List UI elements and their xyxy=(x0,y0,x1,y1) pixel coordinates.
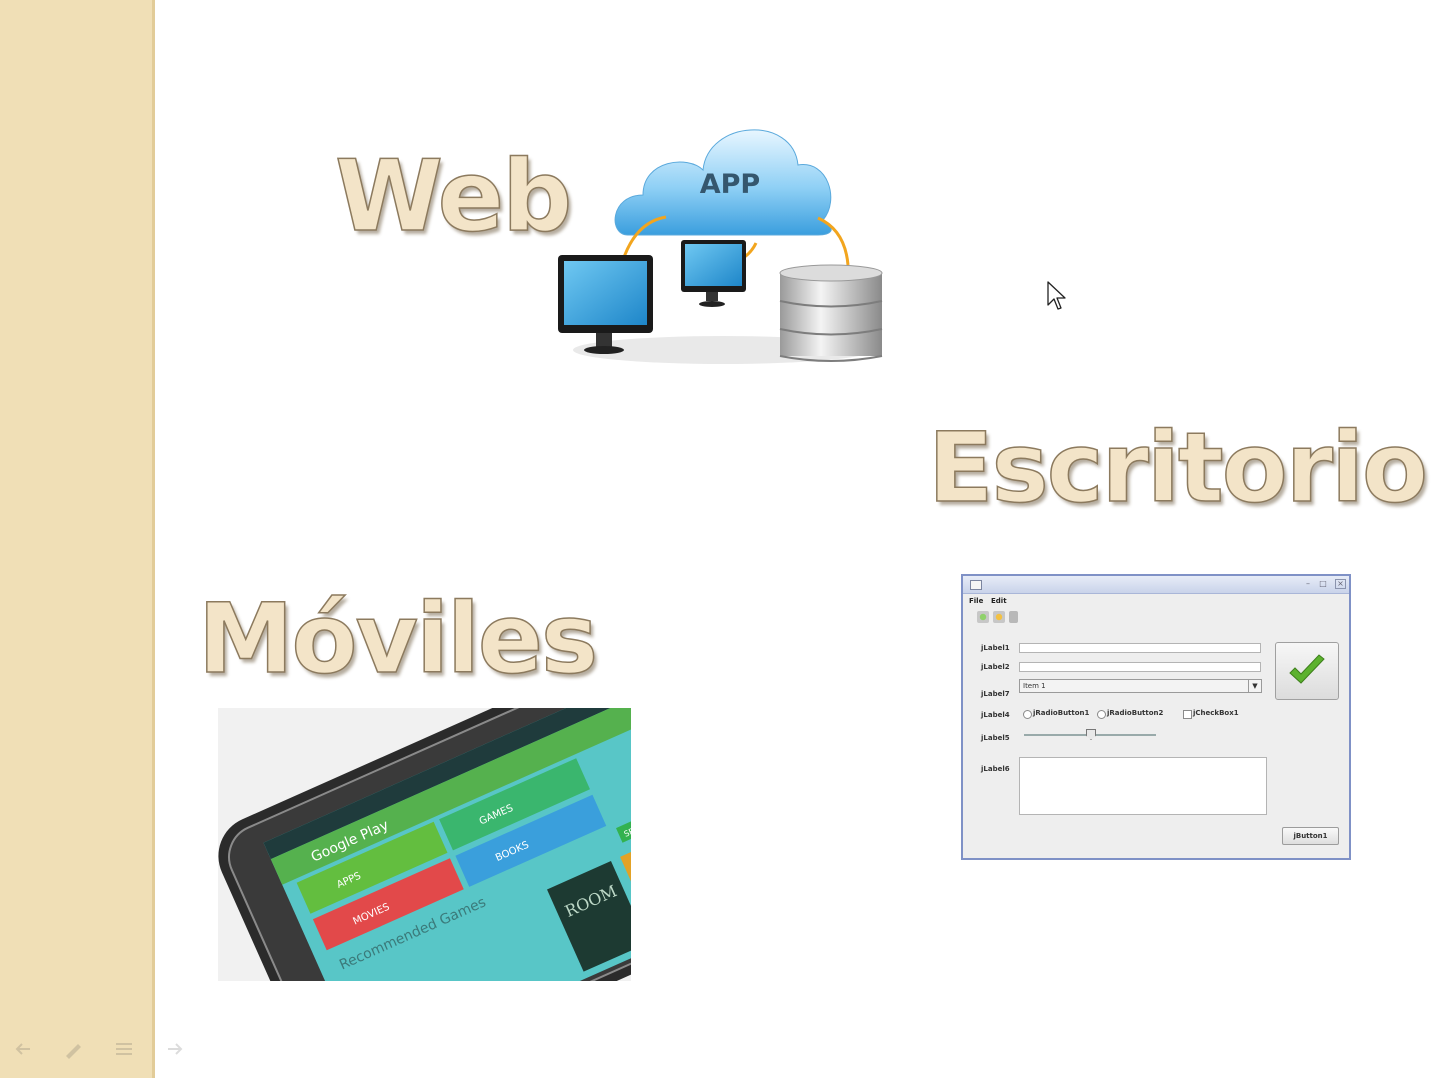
form-label: jLabel6 xyxy=(981,765,1010,773)
toolbar-star-icon xyxy=(993,611,1005,623)
cloud-label: APP xyxy=(700,169,760,200)
phone-icon: Google Play APPS GAMES MOVIES BOOKS Reco… xyxy=(218,708,631,981)
slide-sidebar xyxy=(0,0,155,1078)
arrow-icon xyxy=(817,216,850,266)
window-titlebar: – □ × xyxy=(963,576,1349,594)
window-app-icon xyxy=(970,580,982,590)
close-icon: × xyxy=(1335,579,1346,589)
desktop-heading: Escritorio xyxy=(927,411,1428,525)
slideshow-toolbar xyxy=(12,1038,192,1062)
maximize-icon: □ xyxy=(1319,579,1327,588)
menu-icon[interactable] xyxy=(112,1038,136,1060)
pen-icon[interactable] xyxy=(62,1038,86,1060)
chevron-down-icon: ▼ xyxy=(1248,680,1261,692)
checkmark-icon xyxy=(1289,654,1325,684)
cloud-app-illustration: APP xyxy=(558,129,883,364)
form-label: jLabel4 xyxy=(981,711,1010,719)
next-icon[interactable] xyxy=(162,1038,186,1060)
smartphone-photo: Google Play APPS GAMES MOVIES BOOKS Reco… xyxy=(218,708,631,981)
menu-edit: Edit xyxy=(991,597,1007,605)
form-combobox: Item 1 ▼ xyxy=(1019,679,1262,693)
window-menubar: File Edit xyxy=(963,594,1349,608)
radio-icon xyxy=(1023,710,1032,719)
toolbar-trash-icon xyxy=(1009,611,1018,623)
web-heading: Web xyxy=(334,139,573,255)
arrow-icon xyxy=(621,215,667,261)
form-label: jLabel5 xyxy=(981,734,1010,742)
checkbox-icon xyxy=(1183,710,1192,719)
radio-icon xyxy=(1097,710,1106,719)
radio-label: jRadioButton2 xyxy=(1107,709,1164,717)
monitor-icon xyxy=(681,240,746,307)
cloud-icon: APP xyxy=(614,129,832,236)
mouse-cursor-icon xyxy=(1047,281,1066,310)
combo-value: Item 1 xyxy=(1023,682,1046,690)
mobile-heading: Móviles xyxy=(197,582,599,696)
confirm-image-button xyxy=(1275,642,1339,700)
monitor-icon xyxy=(558,255,653,354)
window-button: jButton1 xyxy=(1282,827,1339,845)
java-swing-window-screenshot: – □ × File Edit jLabel1 jLabel2 jLabel7 … xyxy=(961,574,1351,860)
form-label: jLabel1 xyxy=(981,644,1010,652)
form-label: jLabel2 xyxy=(981,663,1010,671)
previous-icon[interactable] xyxy=(12,1038,36,1060)
minimize-icon: – xyxy=(1306,579,1310,588)
slider-thumb xyxy=(1086,729,1096,740)
form-textarea xyxy=(1019,757,1267,815)
form-text-field xyxy=(1019,662,1261,672)
radio-label: jRadioButton1 xyxy=(1033,709,1090,717)
form-label: jLabel7 xyxy=(981,690,1010,698)
database-icon xyxy=(779,264,883,362)
menu-file: File xyxy=(969,597,984,605)
checkbox-label: jCheckBox1 xyxy=(1193,709,1239,717)
form-text-field xyxy=(1019,643,1261,653)
toolbar-green-icon xyxy=(977,611,989,623)
